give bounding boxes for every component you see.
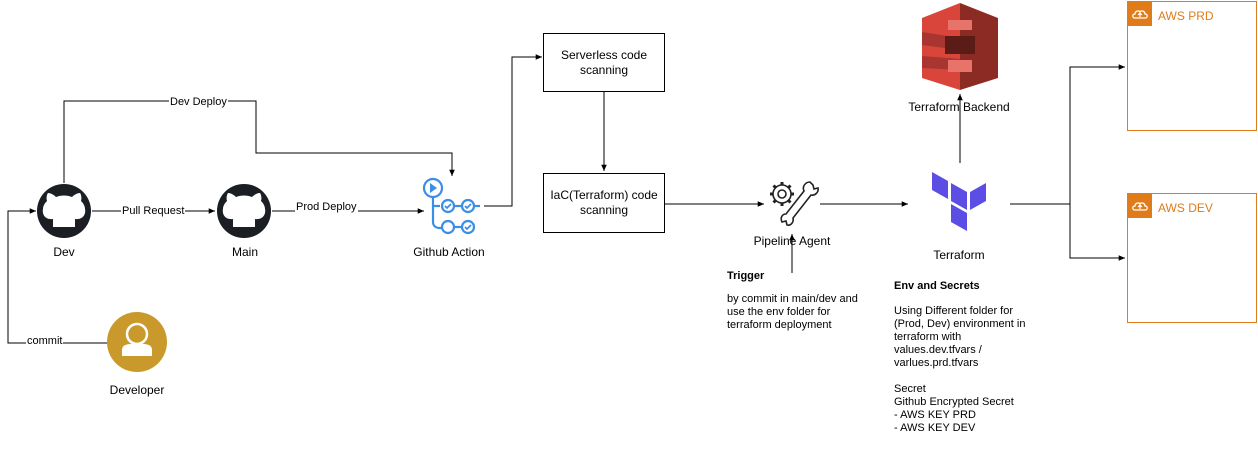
github-actions-icon	[422, 177, 480, 235]
terraform-icon	[932, 172, 986, 231]
iac-scan-label: IaC(Terraform) code scanning	[550, 188, 658, 217]
trigger-line: terraform deployment	[727, 319, 832, 331]
env-line: (Prod, Dev) environment in	[894, 318, 1026, 330]
github-icon	[37, 184, 91, 238]
env-line: Using Different folder for	[894, 305, 1014, 317]
main-label: Main	[231, 245, 259, 259]
edge-label-commit: commit	[26, 335, 64, 347]
edge-terraform-to-aws-dev	[1069, 204, 1125, 261]
edge-dev-deploy	[63, 100, 455, 183]
edge-label-pull-request: Pull Request	[121, 205, 186, 217]
aws-dev-label: AWS DEV	[1158, 201, 1213, 215]
developer-label: Developer	[109, 383, 165, 397]
serverless-scan-box: Serverless code scanning	[543, 33, 665, 92]
env-secrets-note: Env and Secrets Using Different folder f…	[894, 280, 1025, 435]
env-line: Github Encrypted Secret	[894, 396, 1014, 408]
terraform-label: Terraform	[933, 248, 985, 262]
aws-dev-account: AWS DEV	[1127, 193, 1257, 323]
gear-wrench-icon	[770, 181, 819, 226]
dev-label: Dev	[53, 245, 75, 259]
aws-prd-account: AWS PRD	[1127, 1, 1257, 131]
trigger-note: Trigger by commit in main/dev and use th…	[727, 270, 858, 332]
env-line: - AWS KEY PRD	[894, 409, 976, 421]
env-secrets-title: Env and Secrets	[894, 280, 980, 292]
env-line: - AWS KEY DEV	[894, 422, 976, 434]
env-line: varlues.prd.tfvars	[894, 357, 979, 369]
edge-terraform-to-aws-prd	[1010, 64, 1125, 205]
aws-cloud-icon	[1128, 2, 1152, 26]
pipeline-agent-label: Pipeline Agent	[753, 234, 831, 248]
env-line-spacer	[894, 370, 1025, 383]
env-line: terraform with	[894, 331, 962, 343]
edge-action-to-serverless	[484, 54, 542, 207]
trigger-line: use the env folder for	[727, 306, 831, 318]
trigger-title: Trigger	[727, 270, 765, 282]
serverless-scan-label: Serverless code scanning	[560, 47, 648, 77]
iac-scan-box: IaC(Terraform) code scanning	[543, 173, 665, 233]
s3-bucket-icon	[922, 3, 998, 90]
edge-label-dev-deploy: Dev Deploy	[169, 96, 228, 108]
github-action-label: Github Action	[413, 245, 485, 259]
env-line: Secret	[894, 383, 926, 395]
env-line: values.dev.tfvars /	[894, 344, 982, 356]
aws-prd-label: AWS PRD	[1158, 9, 1214, 23]
edge-label-prod-deploy: Prod Deploy	[295, 201, 358, 213]
user-icon	[107, 312, 167, 372]
terraform-backend-label: Terraform Backend	[908, 100, 1010, 114]
github-icon	[217, 184, 271, 238]
aws-cloud-icon	[1128, 194, 1152, 218]
trigger-line: by commit in main/dev and	[727, 293, 858, 305]
